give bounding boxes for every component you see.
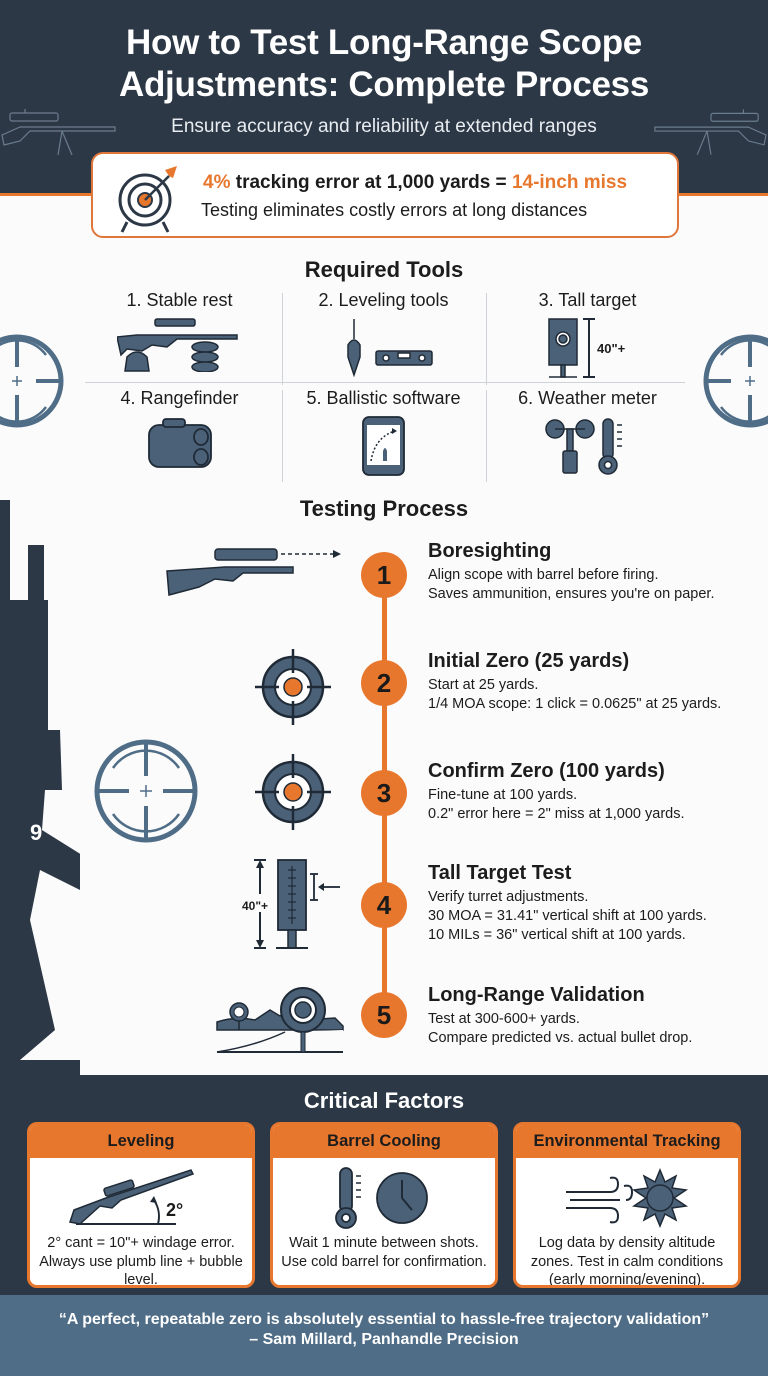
bullseye-icon xyxy=(255,649,331,725)
process-step-1: Boresighting Align scope with barrel bef… xyxy=(428,540,758,604)
card-title: Barrel Cooling xyxy=(273,1125,495,1158)
grid-divider xyxy=(282,390,283,482)
tool-label: 4. Rangefinder xyxy=(120,388,239,408)
page-title: How to Test Long-Range Scope Adjustments… xyxy=(0,22,768,106)
title-line-1: How to Test Long-Range Scope xyxy=(126,23,642,62)
title-line-2: Adjustments: Complete Process xyxy=(118,65,650,104)
long-range-targets-icon xyxy=(216,987,344,1053)
rifle-outline-icon xyxy=(654,109,767,155)
factor-card-barrel-cooling: Barrel Cooling Wait 1 minute between sho… xyxy=(270,1122,498,1288)
callout-subline: Testing eliminates costly errors at long… xyxy=(201,200,588,220)
grid-divider xyxy=(85,382,685,383)
quote-banner xyxy=(0,1295,768,1376)
thermometer-clock-icon xyxy=(335,1167,428,1229)
bullseye-icon xyxy=(255,754,331,830)
process-section-title: Testing Process xyxy=(299,496,469,521)
svg-text:40"+: 40"+ xyxy=(242,899,268,913)
tool-ballistic-software: 5. Ballistic software xyxy=(282,388,485,477)
callout-headline: 4% tracking error at 1,000 yards = 14-in… xyxy=(203,172,627,194)
step-line: Verify turret adjustments. xyxy=(428,889,589,905)
step-title: Tall Target Test xyxy=(428,862,572,884)
card-title: Leveling xyxy=(30,1125,252,1158)
step-line: Saves ammunition, ensures you're on pape… xyxy=(428,586,715,602)
callout-highlight-percent: 4% xyxy=(203,172,231,193)
step-line: Compare predicted vs. actual bullet drop… xyxy=(428,1030,693,1046)
callout-highlight-miss: 14-inch miss xyxy=(511,172,628,193)
tall-target-icon: 40"+ xyxy=(547,318,626,378)
quote-attribution: – Sam Millard, Panhandle Precision xyxy=(249,1331,519,1348)
step-description: Start at 25 yards. 1/4 MOA scope: 1 clic… xyxy=(428,676,768,714)
svg-text:40"+: 40"+ xyxy=(597,341,626,356)
process-step-2: Initial Zero (25 yards) Start at 25 yard… xyxy=(428,650,768,714)
step-number-4: 4 xyxy=(361,882,407,928)
target-arrow-icon xyxy=(118,166,177,233)
step-line: 0.2" error here = 2" miss at 1,000 yards… xyxy=(428,806,685,822)
tool-rangefinder: 4. Rangefinder xyxy=(78,388,281,470)
wind-sun-icon xyxy=(566,1168,689,1228)
tool-tall-target: 3. Tall target 40"+ xyxy=(486,290,689,379)
testimonial-quote: “A perfect, repeatable zero is absolutel… xyxy=(0,1310,768,1350)
svg-text:2°: 2° xyxy=(166,1200,183,1220)
key-stat-callout: 4% tracking error at 1,000 yards = 14-in… xyxy=(91,152,679,238)
rifle-rest-icon xyxy=(117,318,238,372)
factor-card-leveling: Leveling 2° 2° cant = 10"+ windage error… xyxy=(27,1122,255,1288)
step-title: Initial Zero (25 yards) xyxy=(428,650,630,672)
tool-leveling: 2. Leveling tools xyxy=(282,290,485,377)
step-line: Align scope with barrel before firing. xyxy=(428,567,659,583)
canted-rifle-icon: 2° xyxy=(69,1169,195,1225)
card-title: Environmental Tracking xyxy=(516,1125,738,1158)
card-description: 2° cant = 10"+ windage error. Always use… xyxy=(39,1235,243,1288)
step-number-3: 3 xyxy=(361,770,407,816)
tool-label: 6. Weather meter xyxy=(518,388,657,408)
process-step-4: Tall Target Test Verify turret adjustmen… xyxy=(428,862,768,945)
step-title: Boresighting xyxy=(428,540,552,562)
rifle-silhouette-icon: 9 xyxy=(0,500,80,1080)
step-description: Align scope with barrel before firing. S… xyxy=(428,566,758,604)
tool-label: 5. Ballistic software xyxy=(306,388,461,408)
tool-weather-meter: 6. Weather meter xyxy=(486,388,689,477)
quote-text: “A perfect, repeatable zero is absolutel… xyxy=(58,1311,710,1328)
card-description: Wait 1 minute between shots. Use cold ba… xyxy=(281,1235,487,1270)
plumb-level-icon xyxy=(346,319,433,377)
anemometer-thermometer-icon xyxy=(544,418,622,475)
grid-divider xyxy=(486,390,487,482)
tool-label: 1. Stable rest xyxy=(126,290,233,310)
card-description: Log data by density altitude zones. Test… xyxy=(530,1235,724,1288)
step-line: Start at 25 yards. xyxy=(428,677,539,693)
process-step-3: Confirm Zero (100 yards) Fine-tune at 10… xyxy=(428,760,758,824)
callout-headline-text: tracking error at 1,000 yards = xyxy=(230,172,512,193)
step-line: Test at 300-600+ yards. xyxy=(428,1011,580,1027)
grid-divider xyxy=(282,293,283,385)
step-line: 10 MILs = 36" vertical shift at 100 yard… xyxy=(428,927,686,943)
phone-ballistics-icon xyxy=(362,416,405,476)
tool-label: 2. Leveling tools xyxy=(318,290,449,310)
process-step-5: Long-Range Validation Test at 300-600+ y… xyxy=(428,984,758,1048)
step-description: Fine-tune at 100 yards. 0.2" error here … xyxy=(428,786,758,824)
reticle-icon xyxy=(703,334,768,428)
step-title: Long-Range Validation xyxy=(428,984,645,1006)
step-number-5: 5 xyxy=(361,992,407,1038)
step-line: Fine-tune at 100 yards. xyxy=(428,787,578,803)
page-subtitle: Ensure accuracy and reliability at exten… xyxy=(171,116,597,137)
reticle-icon xyxy=(94,739,198,843)
step-description: Verify turret adjustments. 30 MOA = 31.4… xyxy=(428,888,768,945)
svg-text:9: 9 xyxy=(30,820,42,845)
reticle-icon xyxy=(0,334,64,428)
tool-label: 3. Tall target xyxy=(538,290,637,310)
rangefinder-icon xyxy=(147,418,212,468)
factor-card-environmental: Environmental Tracking Log data by densi… xyxy=(513,1122,741,1288)
tall-target-ruler-icon: 40"+ xyxy=(242,859,340,949)
tools-section-title: Required Tools xyxy=(304,257,464,282)
step-title: Confirm Zero (100 yards) xyxy=(428,760,665,782)
tool-stable-rest: 1. Stable rest xyxy=(78,290,281,372)
factors-section-title: Critical Factors xyxy=(303,1088,465,1113)
step-line: 30 MOA = 31.41" vertical shift at 100 ya… xyxy=(428,908,707,924)
step-description: Test at 300-600+ yards. Compare predicte… xyxy=(428,1010,758,1048)
grid-divider xyxy=(486,293,487,385)
step-number-2: 2 xyxy=(361,660,407,706)
rifle-boresight-icon xyxy=(166,548,341,596)
step-number-1: 1 xyxy=(361,552,407,598)
rifle-outline-icon xyxy=(1,109,116,156)
step-line: 1/4 MOA scope: 1 click = 0.0625" at 25 y… xyxy=(428,696,722,712)
